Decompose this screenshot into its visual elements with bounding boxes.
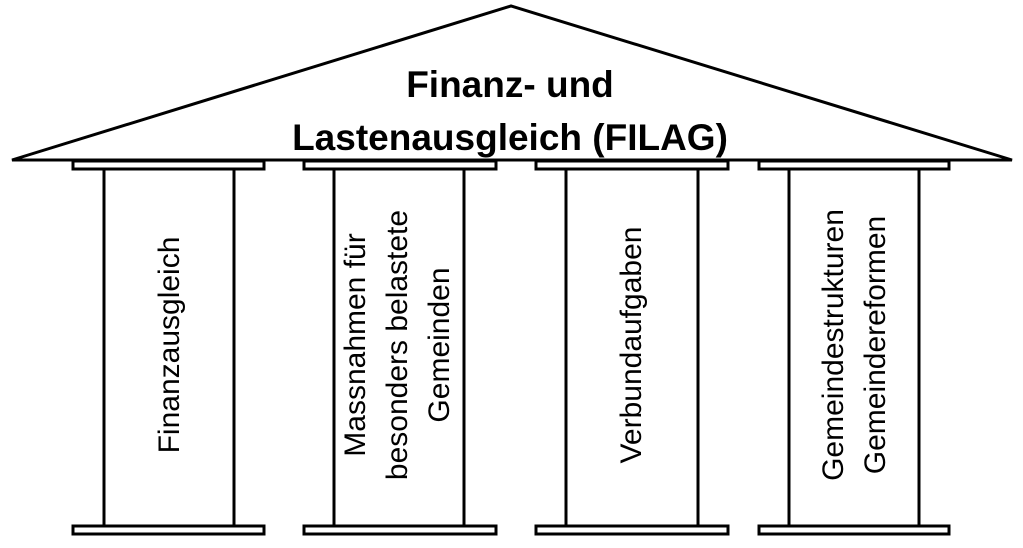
pillar-1-shaft	[102, 167, 236, 528]
pillar-4-label-line-2: Gemeindereformen	[859, 215, 892, 475]
pillar-2-label-line-2: besonders belastete	[381, 209, 414, 481]
roof-triangle	[11, 4, 1013, 162]
pillar-1-label-line-1: Finanzausgleich	[153, 236, 186, 454]
pillar-4-label: Gemeindestrukturen Gemeindereformen	[790, 169, 920, 521]
pillar-1-base	[71, 524, 266, 536]
pillar-1	[71, 159, 266, 536]
pillar-3-label-line-1: Verbundaufgaben	[615, 226, 648, 464]
pillar-1-label: Finanzausgleich	[105, 169, 235, 521]
pillar-2-label-line-1: Massnahmen für	[339, 233, 372, 457]
pillar-3	[534, 159, 730, 536]
diagram-title-line-2: Lastenausgleich (FILAG)	[292, 117, 728, 158]
pillar-2-label: Massnahmen für besonders belastete Gemei…	[333, 169, 463, 521]
pillar-2	[302, 159, 498, 536]
pillar-4-base	[757, 524, 951, 536]
pillar-4-shaft	[787, 167, 921, 528]
pillar-2-label-line-3: Gemeinden	[423, 267, 456, 423]
pillar-3-base	[534, 524, 730, 536]
pillar-3-shaft	[564, 167, 700, 528]
pillar-4-label-line-1: Gemeindestrukturen	[817, 209, 850, 481]
pillar-2-shaft	[332, 167, 466, 528]
pillar-2-base	[302, 524, 498, 536]
diagram-title-line-1: Finanz- und	[406, 64, 614, 105]
pillar-3-label: Verbundaufgaben	[567, 169, 697, 521]
pillar-4	[757, 159, 951, 536]
